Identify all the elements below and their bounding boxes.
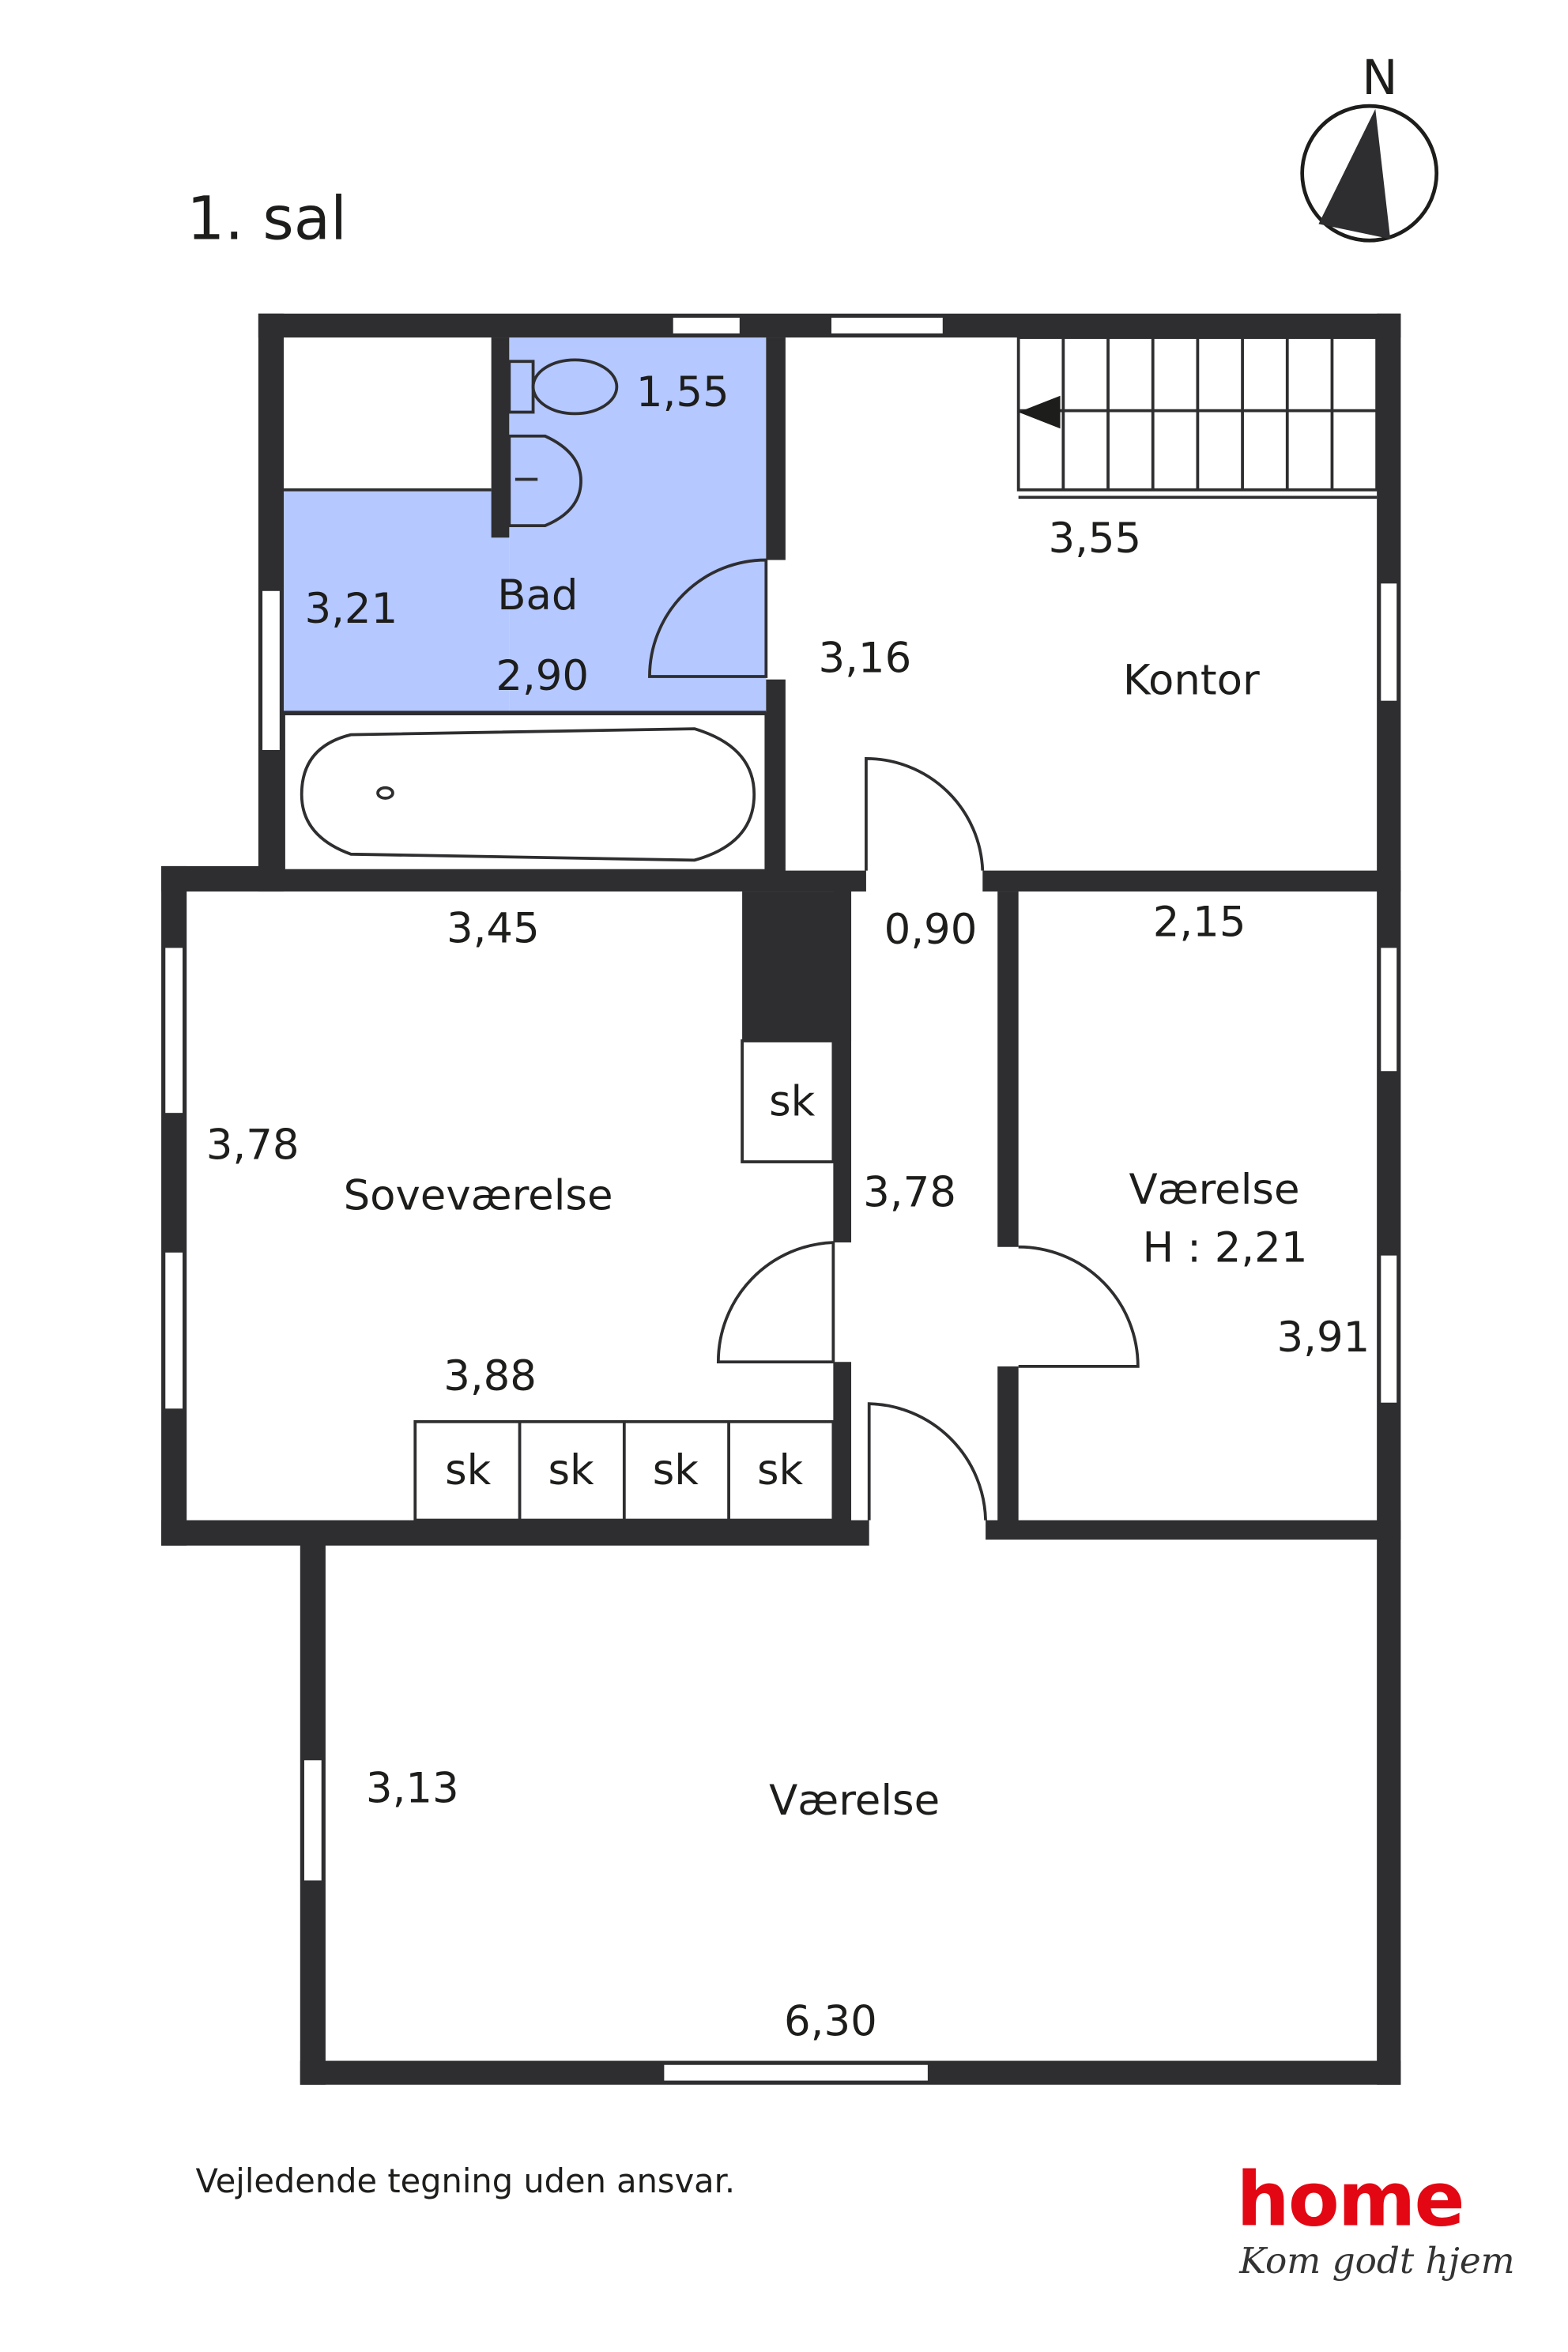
bathtub-icon [282, 712, 768, 873]
gang-dim: 3,78 [863, 1169, 956, 1217]
closet-label: sk [757, 1446, 804, 1494]
vaerelse-small-height: H : 2,21 [1142, 1224, 1307, 1272]
sink-icon [507, 434, 582, 528]
north-compass-icon: N [1300, 51, 1439, 243]
sovevaerelse-dim: 3,78 [206, 1121, 300, 1169]
doors [648, 558, 1140, 1521]
vaerelse-small-name: Værelse [1129, 1166, 1299, 1214]
closet-label: sk [548, 1446, 594, 1494]
vaerelse-large-dim: 6,30 [784, 1997, 877, 2045]
vaerelse-large-dim: 3,13 [366, 1765, 459, 1813]
closet-label: sk [653, 1446, 699, 1494]
floor-title: 1. sal [187, 183, 347, 253]
closets: sk sk sk sk sk [413, 1039, 835, 1522]
staircase [1016, 336, 1379, 499]
disclaimer: Vejledende tegning uden ansvar. [196, 2162, 736, 2200]
windows [163, 315, 1400, 2083]
kontor-name: Kontor [1123, 657, 1260, 705]
logo-tagline: Kom godt hjem [1238, 2240, 1514, 2282]
kontor-dim: 3,16 [818, 634, 911, 682]
gang-dim: 0,90 [884, 906, 978, 954]
sovevaerelse-name: Soveværelse [344, 1172, 613, 1220]
bathroom-floor [284, 337, 767, 714]
toilet-icon [507, 358, 619, 416]
sovevaerelse-dim: 3,88 [443, 1352, 537, 1400]
bad-dim: 2,90 [496, 652, 589, 700]
bad-name: Bad [497, 571, 578, 620]
logo-brand: home [1237, 2156, 1464, 2243]
bad-dim: 3,21 [304, 585, 398, 633]
closet-label: sk [769, 1077, 816, 1125]
compass-north-label: N [1362, 51, 1397, 106]
bad-dim: 1,55 [636, 368, 729, 416]
vaerelse-small-dim: 3,91 [1277, 1314, 1370, 1362]
vaerelse-large-name: Værelse [769, 1777, 940, 1825]
sovevaerelse-dim: 3,45 [447, 904, 540, 952]
closet-label: sk [445, 1446, 492, 1494]
kontor-dim: 3,55 [1048, 514, 1141, 563]
home-logo: home Kom godt hjem [1237, 2156, 1515, 2281]
stair-arrow-icon [1018, 395, 1061, 429]
vaerelse-small-dim: 2,15 [1153, 899, 1246, 947]
